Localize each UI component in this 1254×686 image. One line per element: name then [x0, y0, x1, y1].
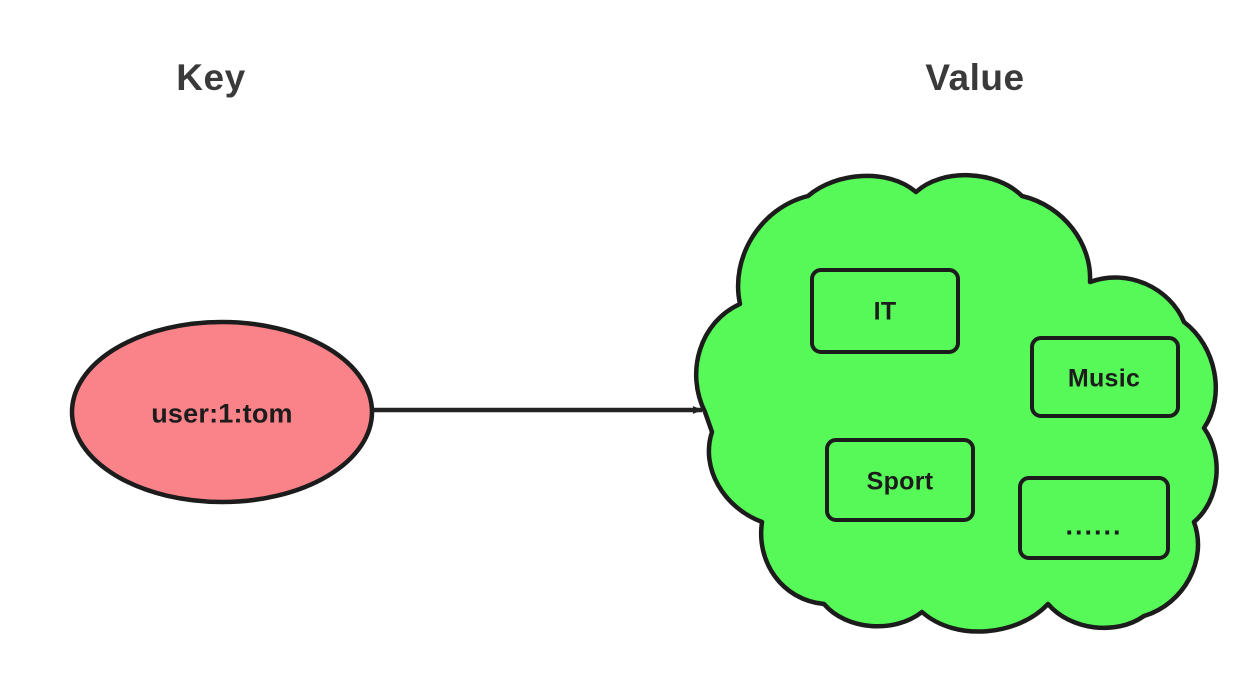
value-item-box[interactable]	[1018, 476, 1170, 560]
value-item-box[interactable]	[1030, 336, 1180, 418]
value-item-label-it: IT	[873, 297, 897, 326]
value-column-heading: Value	[925, 57, 1025, 98]
key-column-heading: Key	[176, 57, 246, 98]
value-item-label-ellipsis: ......	[1065, 510, 1123, 541]
value-item-label-music: Music	[1067, 364, 1141, 393]
value-item-label-sport: Sport	[866, 467, 934, 496]
value-item-box[interactable]	[825, 438, 975, 522]
value-item-box[interactable]	[810, 268, 960, 354]
key-node-label: user:1:tom	[151, 398, 293, 429]
